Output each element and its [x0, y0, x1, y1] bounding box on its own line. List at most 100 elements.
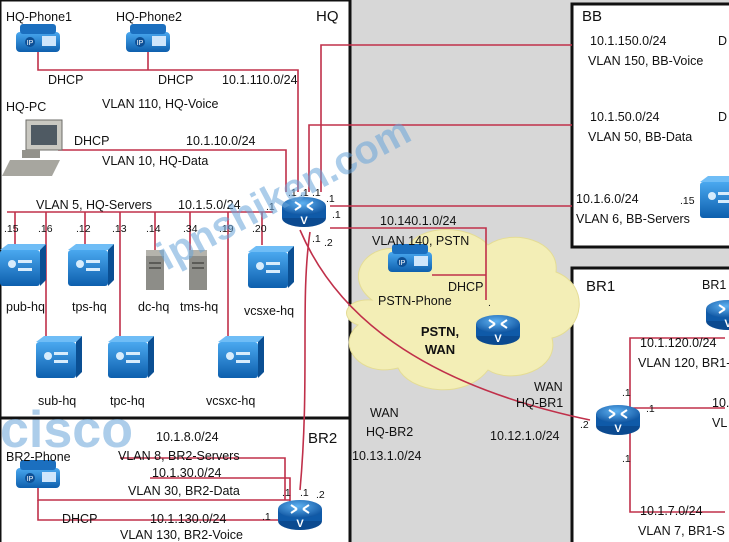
br1-remote-label: BR1: [702, 278, 727, 292]
br2-vlan-8: VLAN 8, BR2-Servers: [118, 449, 240, 463]
hq-title: HQ: [316, 8, 339, 25]
br1-subnet-mid: 10.: [712, 396, 729, 410]
br1-wan-host: .2: [580, 419, 589, 431]
server-label-tms-hq: tms-hq: [180, 300, 219, 314]
hq-router-iface: .1: [326, 193, 335, 205]
hq-data-subnet: 10.1.10.0/24: [186, 134, 256, 148]
br2-phone-icon: [16, 460, 60, 488]
br2-router: [277, 499, 323, 531]
hq-data-vlan: VLAN 10, HQ-Data: [102, 154, 209, 168]
host-octet: .12: [76, 223, 91, 235]
cloud-label-pstn: PSTN,: [420, 324, 460, 339]
br1-iface: .1: [646, 403, 655, 415]
hq-router-iface: .1: [312, 233, 321, 245]
br2-subnet-8: 10.1.8.0/24: [156, 430, 219, 444]
hq-pc-label: HQ-PC: [6, 100, 47, 114]
br1-wan-name: HQ-BR1: [516, 396, 564, 410]
hq-router-iface: .1: [300, 187, 309, 199]
dc-hq-icon: [146, 250, 164, 290]
br2-wan-label: WAN: [370, 406, 399, 420]
br2-phone-label: BR2-Phone: [6, 450, 71, 464]
host-octet: .15: [4, 223, 19, 235]
br1-vlan-7: VLAN 7, BR1-S: [638, 524, 725, 538]
br2-dhcp: DHCP: [62, 512, 98, 526]
pstn-phone-icon: [388, 244, 432, 272]
bb-server-icon: [700, 176, 729, 218]
host-octet: .16: [38, 223, 53, 235]
bb-voice-tail: D: [718, 34, 728, 48]
bb-servers-subnet: 10.1.6.0/24: [576, 192, 639, 206]
server-label-dc-hq: dc-hq: [138, 300, 170, 314]
pstn-dhcp: DHCP: [448, 280, 484, 294]
pstn-router-iface: .: [488, 297, 491, 309]
server-label-sub-hq: sub-hq: [38, 394, 77, 408]
hq-phone1-label: HQ-Phone1: [6, 10, 73, 24]
hq-router: [281, 196, 327, 228]
hq-phone1-icon: [16, 24, 60, 52]
hq-pc-icon: [2, 119, 63, 176]
br2-iface: .1: [262, 511, 271, 523]
hq-router-iface: .1: [288, 187, 297, 199]
dhcp-label-2: DHCP: [158, 73, 194, 87]
br1-iface: .1: [622, 453, 631, 465]
br1-subnet-7: 10.1.7.0/24: [640, 504, 703, 518]
br1-iface: .1: [622, 387, 631, 399]
br2-iface: .1: [300, 487, 309, 499]
br2-iface: .1: [282, 487, 291, 499]
br1-title: BR1: [586, 278, 616, 295]
br2-vlan-130: VLAN 130, BR2-Voice: [120, 528, 243, 542]
br2-subnet-130: 10.1.130.0/24: [150, 512, 227, 526]
pstn-subnet: 10.140.1.0/24: [380, 214, 457, 228]
bb-data-subnet: 10.1.50.0/24: [590, 110, 660, 124]
br2-title: BR2: [308, 430, 338, 447]
hq-router-iface: .2: [324, 237, 333, 249]
hq-voice-vlan: VLAN 110, HQ-Voice: [102, 97, 219, 111]
dhcp-label-3: DHCP: [74, 134, 110, 148]
host-octet: .19: [219, 223, 234, 235]
bb-voice-subnet: 10.1.150.0/24: [590, 34, 667, 48]
server-label-vcsxe-hq: vcsxe-hq: [244, 304, 295, 318]
br1-wan-subnet: 10.12.1.0/24: [490, 429, 560, 443]
bb-data-vlan: VLAN 50, BB-Data: [588, 130, 693, 144]
bb-voice-vlan: VLAN 150, BB-Voice: [588, 54, 704, 68]
hq-voice-subnet: 10.1.110.0/24: [222, 73, 298, 87]
br1-wan-label: WAN: [534, 380, 563, 394]
hq-router-iface: .1: [312, 187, 321, 199]
cloud-label-wan: WAN: [424, 342, 456, 357]
br1-vlan-120: VLAN 120, BR1-: [638, 356, 729, 370]
hq-phone2-icon: [126, 24, 170, 52]
host-octet: .14: [146, 223, 161, 235]
host-octet: .13: [112, 223, 127, 235]
pstn-phone-label: PSTN-Phone: [378, 294, 452, 308]
br2-wan-name: HQ-BR2: [366, 425, 414, 439]
hq-servers-vlan: VLAN 5, HQ-Servers: [36, 198, 153, 212]
bb-data-tail: D: [718, 110, 728, 124]
br1-router: [595, 404, 641, 436]
server-label-tpc-hq: tpc-hq: [110, 394, 145, 408]
links: [7, 44, 725, 521]
hq-router-iface: .1: [332, 209, 341, 221]
br2-subnet-30: 10.1.30.0/24: [152, 466, 222, 480]
bb-title: BB: [582, 8, 603, 25]
br1-subnet-120: 10.1.120.0/24: [640, 336, 717, 350]
hq-phone2-label: HQ-Phone2: [116, 10, 183, 24]
host-octet: .20: [252, 223, 267, 235]
bb-servers-vlan: VLAN 6, BB-Servers: [576, 212, 690, 226]
br1-switch-icon: [705, 299, 729, 331]
br2-wan-subnet: 10.13.1.0/24: [352, 449, 422, 463]
br2-vlan-30: VLAN 30, BR2-Data: [128, 484, 240, 498]
pstn-router: [475, 314, 521, 346]
tms-hq-icon: [189, 250, 207, 290]
pstn-wan-cloud: [346, 229, 580, 391]
br1-site-box: [570, 266, 729, 542]
bb-server-host: .15: [680, 195, 695, 207]
server-label-tps-hq: tps-hq: [72, 300, 107, 314]
server-label-pub-hq: pub-hq: [6, 300, 45, 314]
hq-servers-subnet: 10.1.5.0/24: [178, 198, 241, 212]
br1-vlan-mid: VL: [712, 416, 728, 430]
hq-router-iface: .1: [266, 201, 275, 213]
host-octet: .34: [183, 223, 198, 235]
pstn-vlan: VLAN 140, PSTN: [372, 234, 470, 248]
